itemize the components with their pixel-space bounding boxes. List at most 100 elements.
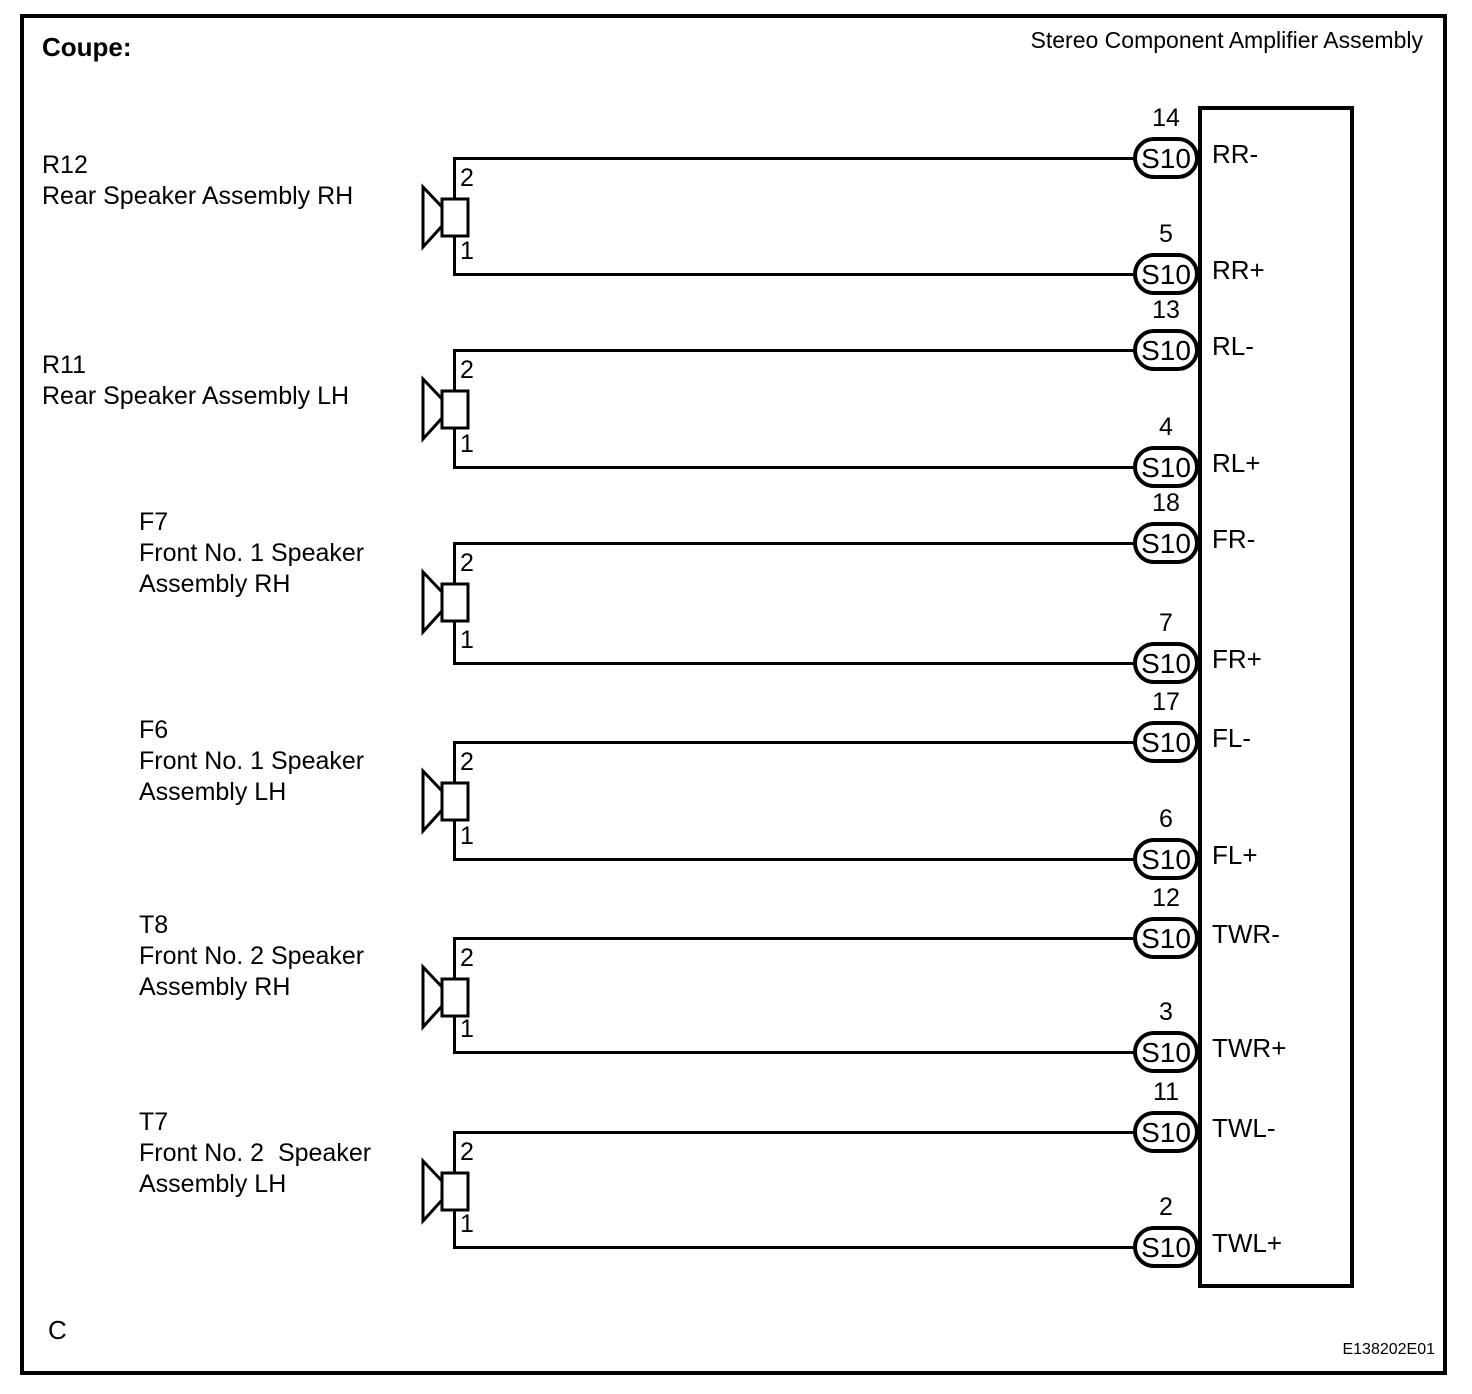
speaker-label-line: Assembly RH: [139, 570, 291, 598]
connector-code: S10: [1141, 647, 1191, 679]
pin-number: 6: [1159, 805, 1173, 833]
connector-oval: S10: [1133, 446, 1199, 488]
speaker-glyph: [421, 375, 470, 443]
signal-label: TWL+: [1212, 1228, 1283, 1258]
speaker-wire-bottom: [453, 273, 1136, 276]
signal-label: FL+: [1212, 840, 1258, 870]
connector-oval: S10: [1133, 253, 1199, 295]
speaker-wire-bottom: [453, 466, 1136, 469]
speaker-pin-2-label: 2: [460, 164, 474, 192]
connector-oval: S10: [1133, 1111, 1199, 1153]
signal-label: TWL-: [1212, 1113, 1276, 1143]
speaker-icon: [419, 568, 471, 638]
connector-oval: S10: [1133, 721, 1199, 763]
connector-code: S10: [1141, 922, 1191, 954]
speaker-pin-1-label: 1: [460, 1210, 474, 1238]
connector-code: S10: [1141, 142, 1191, 174]
speaker-label-line: Rear Speaker Assembly LH: [42, 382, 350, 410]
speaker-label-line: Assembly LH: [139, 1170, 287, 1198]
speaker-wire-bottom: [453, 858, 1136, 861]
speaker-pin-1-label: 1: [460, 626, 474, 654]
speaker-glyph: [421, 963, 470, 1031]
amplifier-title: Stereo Component Amplifier Assembly: [1030, 27, 1423, 53]
speaker-label-line: T8: [139, 911, 169, 939]
connector-code: S10: [1141, 334, 1191, 366]
pin-number: 18: [1152, 489, 1180, 517]
connector-code: S10: [1141, 527, 1191, 559]
connector-code: S10: [1141, 1231, 1191, 1263]
speaker-glyph: [421, 183, 470, 251]
connector-oval: S10: [1133, 522, 1199, 564]
connector-oval: S10: [1133, 1226, 1199, 1268]
speaker-pin-1-label: 1: [460, 237, 474, 265]
speaker-label-line: Front No. 2 Speaker: [139, 1139, 372, 1167]
speaker-pin-2-label: 2: [460, 549, 474, 577]
speaker-glyph: [421, 1157, 470, 1225]
connector-code: S10: [1141, 726, 1191, 758]
speaker-wire-top: [453, 157, 1136, 160]
signal-label: FL-: [1212, 723, 1251, 753]
pin-number: 5: [1159, 220, 1173, 248]
connector-code: S10: [1141, 451, 1191, 483]
connector-oval: S10: [1133, 329, 1199, 371]
pin-number: 17: [1152, 688, 1180, 716]
connector-oval: S10: [1133, 642, 1199, 684]
signal-label: FR+: [1212, 644, 1262, 674]
speaker-icon: [419, 767, 471, 837]
speaker-pin-2-label: 2: [460, 748, 474, 776]
amplifier-box: [1198, 106, 1354, 1288]
pin-number: 11: [1153, 1078, 1179, 1106]
speaker-glyph: [421, 568, 470, 636]
speaker-wire-top: [453, 937, 1136, 940]
figure-code: E138202E01: [1342, 1341, 1435, 1358]
speaker-pin-2-label: 2: [460, 944, 474, 972]
speaker-label-line: Front No. 1 Speaker: [139, 747, 365, 775]
signal-label: FR-: [1212, 524, 1256, 554]
speaker-pin-1-label: 1: [460, 1015, 474, 1043]
speaker-label-line: Front No. 2 Speaker: [139, 942, 365, 970]
connector-code: S10: [1141, 1036, 1191, 1068]
connector-code: S10: [1141, 258, 1191, 290]
speaker-label-line: Front No. 1 Speaker: [139, 539, 365, 567]
connector-oval: S10: [1133, 137, 1199, 179]
speaker-label-line: F6: [139, 716, 169, 744]
speaker-pin-2-label: 2: [460, 1138, 474, 1166]
speaker-label-line: T7: [139, 1108, 169, 1136]
signal-label: TWR-: [1212, 919, 1280, 949]
speaker-wire-top: [453, 349, 1136, 352]
speaker-icon: [419, 963, 471, 1033]
speaker-label-line: Rear Speaker Assembly RH: [42, 182, 354, 210]
speaker-wire-top: [453, 1131, 1136, 1134]
speaker-label-line: R11: [42, 351, 87, 379]
pin-number: 4: [1159, 413, 1173, 441]
speaker-label-line: F7: [139, 508, 169, 536]
speaker-icon: [419, 1157, 471, 1227]
variant-title: Coupe:: [42, 32, 132, 62]
speaker-pin-1-label: 1: [460, 430, 474, 458]
signal-label: RR+: [1212, 255, 1265, 285]
speaker-pin-2-label: 2: [460, 356, 474, 384]
section-letter: C: [48, 1315, 67, 1345]
pin-number: 3: [1159, 998, 1173, 1026]
connector-oval: S10: [1133, 917, 1199, 959]
speaker-icon: [419, 375, 471, 445]
signal-label: RL+: [1212, 448, 1261, 478]
speaker-wire-bottom: [453, 662, 1136, 665]
pin-number: 2: [1159, 1193, 1173, 1221]
speaker-wire-top: [453, 542, 1136, 545]
speaker-wire-bottom: [453, 1051, 1136, 1054]
speaker-label-line: R12: [42, 151, 88, 179]
connector-oval: S10: [1133, 838, 1199, 880]
speaker-wire-bottom: [453, 1246, 1136, 1249]
connector-code: S10: [1141, 1116, 1191, 1148]
pin-number: 12: [1152, 884, 1180, 912]
pin-number: 13: [1152, 296, 1180, 324]
diagram-frame: [20, 14, 1447, 1375]
speaker-pin-1-label: 1: [460, 822, 474, 850]
signal-label: TWR+: [1212, 1033, 1287, 1063]
